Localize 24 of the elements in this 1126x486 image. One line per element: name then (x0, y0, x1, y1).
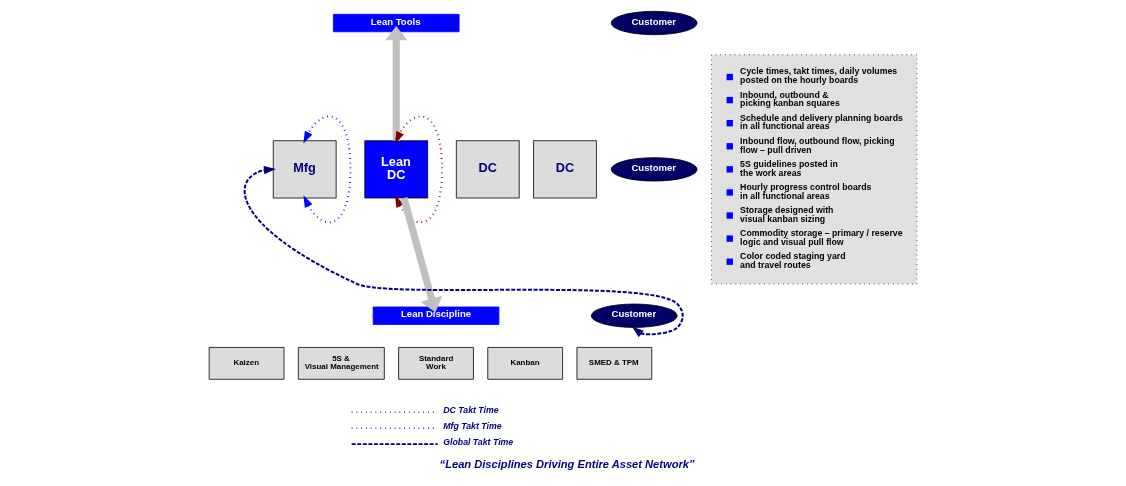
arrow (400, 197, 443, 313)
legend-label: DC Takt Time (443, 405, 499, 416)
arrow (303, 115, 352, 224)
node-box: Mfg (272, 140, 337, 199)
legend-label: Global Takt Time (443, 437, 514, 448)
arrow (385, 26, 408, 141)
node-box: Kanban (487, 347, 563, 380)
node-box: DC (533, 140, 597, 199)
node-box: DC (455, 140, 520, 199)
node-box: Cycle times, takt times, daily volumes posted on the hourly boards Inbound, outbound & picking kanban squares Schedule and delivery planning boards in all functional areas Inbound flow, outbound flow, picking flow – pull driven 5S guidelines posted in the work areas Hourly progress control boards in all functional areas Storage designed with visual kanban sizing Commodity storage – primary / reserve logic and visual pull flow Color coded staging yard and travel routes (711, 54, 918, 285)
node-box: Kaizen (208, 347, 285, 380)
node-box: Lean Discipline (372, 306, 500, 325)
caption: “Lean Disciplines Driving Entire Asset Network” (439, 457, 695, 470)
node-box: SMED & TPM (576, 347, 653, 380)
node-box: Lean Tools (332, 13, 460, 33)
node-box: 5S & Visual Management (297, 347, 385, 380)
node-ellipse: Customer (590, 303, 678, 328)
arrow (243, 166, 684, 338)
arrow (394, 115, 443, 224)
node-box: Standard Work (398, 347, 474, 380)
node-ellipse: Customer (610, 10, 698, 36)
legend-label: Mfg Takt Time (443, 421, 502, 432)
node-ellipse: Customer (610, 157, 698, 182)
node-box: Lean DC (364, 140, 429, 199)
